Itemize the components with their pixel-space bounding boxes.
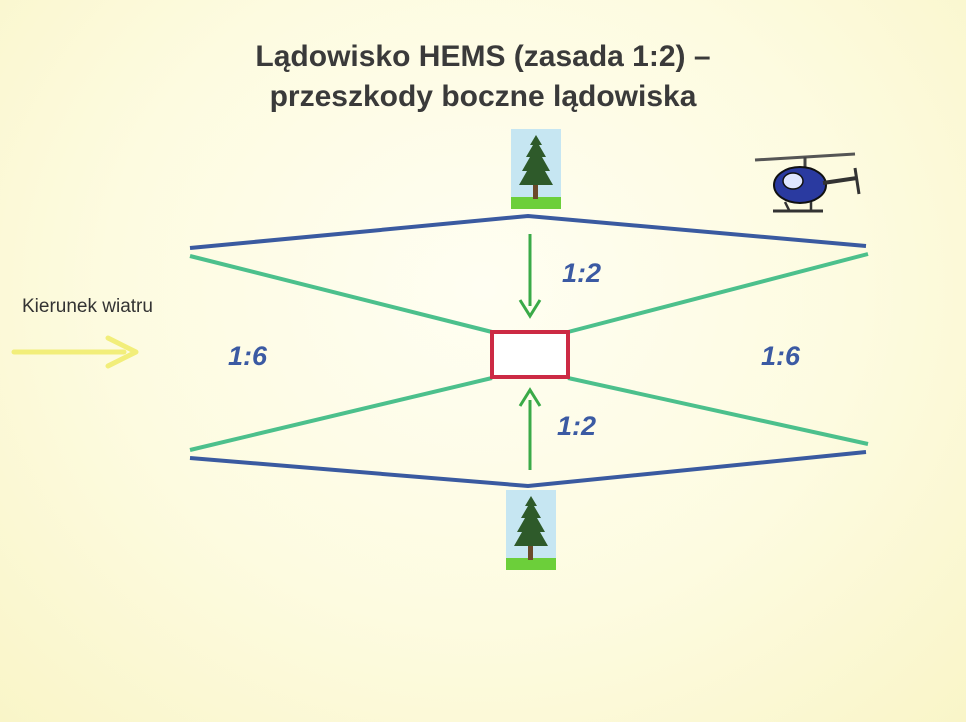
slope-line-lower-left (189, 376, 493, 452)
title-line-1: Lądowisko HEMS (zasada 1:2) – (255, 40, 711, 73)
helicopter-icon (754, 152, 861, 213)
ratio-label-top: 1:2 (562, 258, 602, 288)
arrow-up-icon (518, 387, 542, 470)
slope-line-upper-left (189, 254, 493, 334)
wind-direction-label: Kierunek wiatru (22, 296, 153, 317)
conifer-tree-icon (511, 129, 561, 209)
slope-line-lower-right (567, 376, 869, 446)
ratio-label-right: 1:6 (761, 341, 801, 371)
slope-line-upper-right (567, 252, 869, 334)
top-boundary-line (189, 213, 867, 250)
conifer-tree-icon (506, 490, 556, 570)
arrow-down-icon (518, 234, 542, 319)
ratio-label-left: 1:6 (228, 341, 268, 371)
title-line-2: przeszkody boczne lądowiska (269, 80, 697, 113)
landing-pad (490, 330, 570, 379)
ratio-label-bottom: 1:2 (557, 411, 597, 441)
wind-arrow-icon (11, 335, 139, 369)
page-title: Lądowisko HEMS (zasada 1:2) – przeszkody… (183, 37, 783, 117)
bottom-boundary-line (189, 450, 867, 489)
